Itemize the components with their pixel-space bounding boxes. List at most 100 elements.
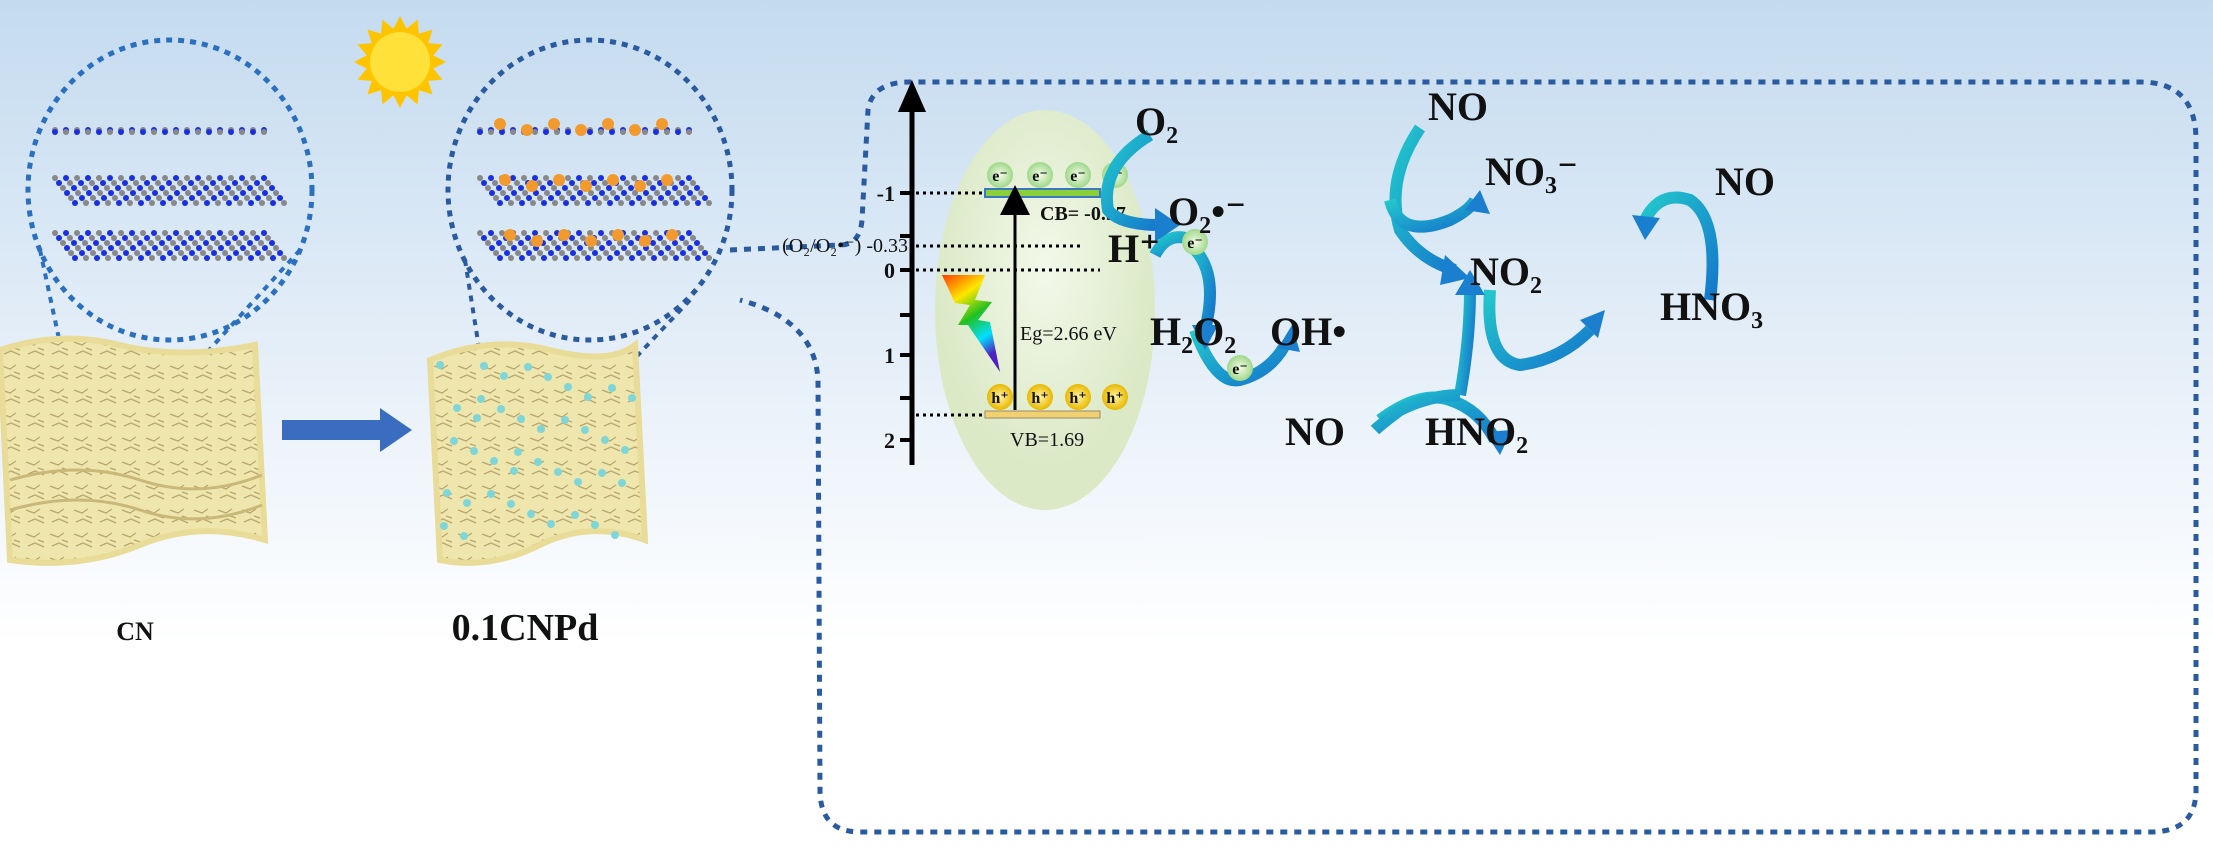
atom	[210, 180, 216, 186]
atom	[214, 185, 220, 191]
atom	[206, 230, 212, 236]
pd-atom	[634, 180, 646, 192]
pd-atom	[666, 229, 678, 241]
atom	[170, 240, 176, 246]
atom	[127, 255, 133, 261]
atom	[694, 240, 700, 246]
atom	[695, 200, 701, 206]
atom	[148, 185, 154, 191]
atom	[239, 129, 245, 135]
atom	[74, 230, 80, 236]
atom	[606, 240, 612, 246]
atom	[543, 175, 549, 181]
atom	[170, 185, 176, 191]
atom	[185, 245, 191, 251]
pd-nanoparticle	[460, 532, 468, 540]
cn-layer-structure	[52, 127, 287, 261]
atom	[151, 129, 157, 135]
atom	[642, 230, 648, 236]
atom	[174, 190, 180, 196]
atom	[497, 255, 503, 261]
atom	[636, 195, 642, 201]
atom	[226, 255, 232, 261]
atom	[116, 255, 122, 261]
atom	[675, 129, 681, 135]
atom	[680, 250, 686, 256]
atom	[200, 195, 206, 201]
atom	[504, 250, 510, 256]
atom	[573, 240, 579, 246]
atom	[215, 200, 221, 206]
atom	[676, 245, 682, 251]
atom	[514, 180, 520, 186]
atom	[184, 175, 190, 181]
species-hno2: HNO₂	[1425, 409, 1528, 454]
atom	[248, 255, 254, 261]
atom	[596, 255, 602, 261]
atom	[228, 129, 234, 135]
svg-text:h⁺: h⁺	[991, 390, 1008, 407]
atom	[115, 240, 121, 246]
atom	[162, 129, 168, 135]
atom	[679, 180, 685, 186]
atom	[562, 185, 568, 191]
atom	[251, 245, 257, 251]
atom	[598, 175, 604, 181]
atom	[493, 195, 499, 201]
atom	[543, 230, 549, 236]
atom	[90, 195, 96, 201]
atom	[182, 200, 188, 206]
atom	[195, 175, 201, 181]
atom	[598, 129, 604, 135]
cn-label: CN	[116, 617, 154, 646]
atom	[160, 200, 166, 206]
atom	[625, 250, 631, 256]
atom	[86, 190, 92, 196]
pd-nanoparticle	[480, 362, 488, 370]
atom	[607, 200, 613, 206]
atom	[217, 129, 223, 135]
hole-icon: h⁺	[1027, 384, 1053, 410]
atom	[591, 180, 597, 186]
atom	[695, 255, 701, 261]
atom	[178, 195, 184, 201]
atom	[211, 250, 217, 256]
atom	[675, 175, 681, 181]
semiconductor-oval	[935, 110, 1155, 510]
atom	[665, 190, 671, 196]
pd-nanoparticle	[490, 457, 498, 465]
atom	[162, 175, 168, 181]
species-o2: O₂	[1135, 99, 1178, 144]
atom	[140, 175, 146, 181]
species-no2: NO₂	[1470, 249, 1542, 294]
atom	[126, 240, 132, 246]
species-no: NO	[1285, 409, 1345, 454]
atom	[576, 175, 582, 181]
species-oh-radical: OH•	[1270, 309, 1346, 354]
atom	[566, 245, 572, 251]
electron-icon: e⁻	[1027, 162, 1053, 188]
atom	[614, 195, 620, 201]
pd-nanoparticle	[470, 447, 478, 455]
atom	[196, 190, 202, 196]
atom	[156, 195, 162, 201]
atom	[537, 250, 543, 256]
atom	[684, 200, 690, 206]
atom	[504, 195, 510, 201]
atom	[138, 200, 144, 206]
pd-nanoparticle	[510, 467, 518, 475]
atom	[599, 245, 605, 251]
atom	[698, 190, 704, 196]
atom	[79, 250, 85, 256]
pd-nanoparticle	[621, 446, 629, 454]
atom	[159, 185, 165, 191]
atom	[661, 240, 667, 246]
atom	[602, 235, 608, 241]
atom	[548, 195, 554, 201]
atom	[643, 190, 649, 196]
atom	[653, 230, 659, 236]
atom	[266, 250, 272, 256]
atom	[646, 180, 652, 186]
atom	[610, 190, 616, 196]
electron-icon: e⁻	[1227, 355, 1253, 381]
